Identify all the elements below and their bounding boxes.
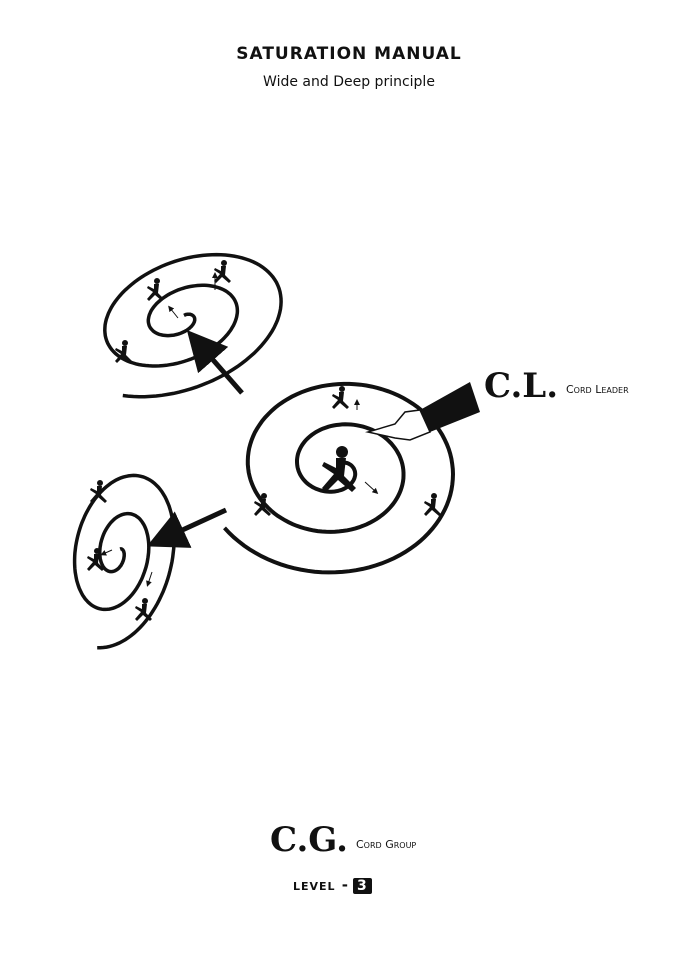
runner-figure — [147, 278, 164, 301]
small-arrows — [100, 272, 379, 587]
arrow-to-top-left — [186, 329, 244, 395]
runner-figure — [424, 493, 441, 516]
main-spiral — [223, 381, 456, 575]
runner-figure — [115, 340, 132, 363]
top-left-spiral — [103, 252, 283, 399]
page-title: SATURATION MANUAL — [236, 44, 462, 64]
runner-figure — [135, 598, 152, 621]
runner-figure — [322, 446, 356, 492]
runner-figure — [214, 260, 231, 283]
cord-leader-label: Cord Leader — [566, 383, 629, 396]
runner-figure — [332, 386, 349, 409]
arrow-to-bottom-left — [146, 507, 228, 548]
page-subtitle: Wide and Deep principle — [263, 74, 435, 90]
level-number: 3 — [353, 878, 372, 894]
cord-group-label: Cord Group — [356, 838, 417, 851]
runner-figure — [254, 493, 271, 516]
cord-group-abbr: C.G. — [270, 820, 348, 860]
bottom-left-spiral — [72, 473, 176, 650]
pointing-hand-icon — [365, 382, 480, 441]
level-indicator: level -3 — [293, 876, 372, 894]
cord-leader-abbr: C.L. — [484, 366, 559, 406]
runner-figures — [87, 260, 441, 621]
runner-figure — [90, 480, 107, 503]
runner-figure — [87, 548, 104, 571]
level-label: level - — [293, 876, 350, 894]
